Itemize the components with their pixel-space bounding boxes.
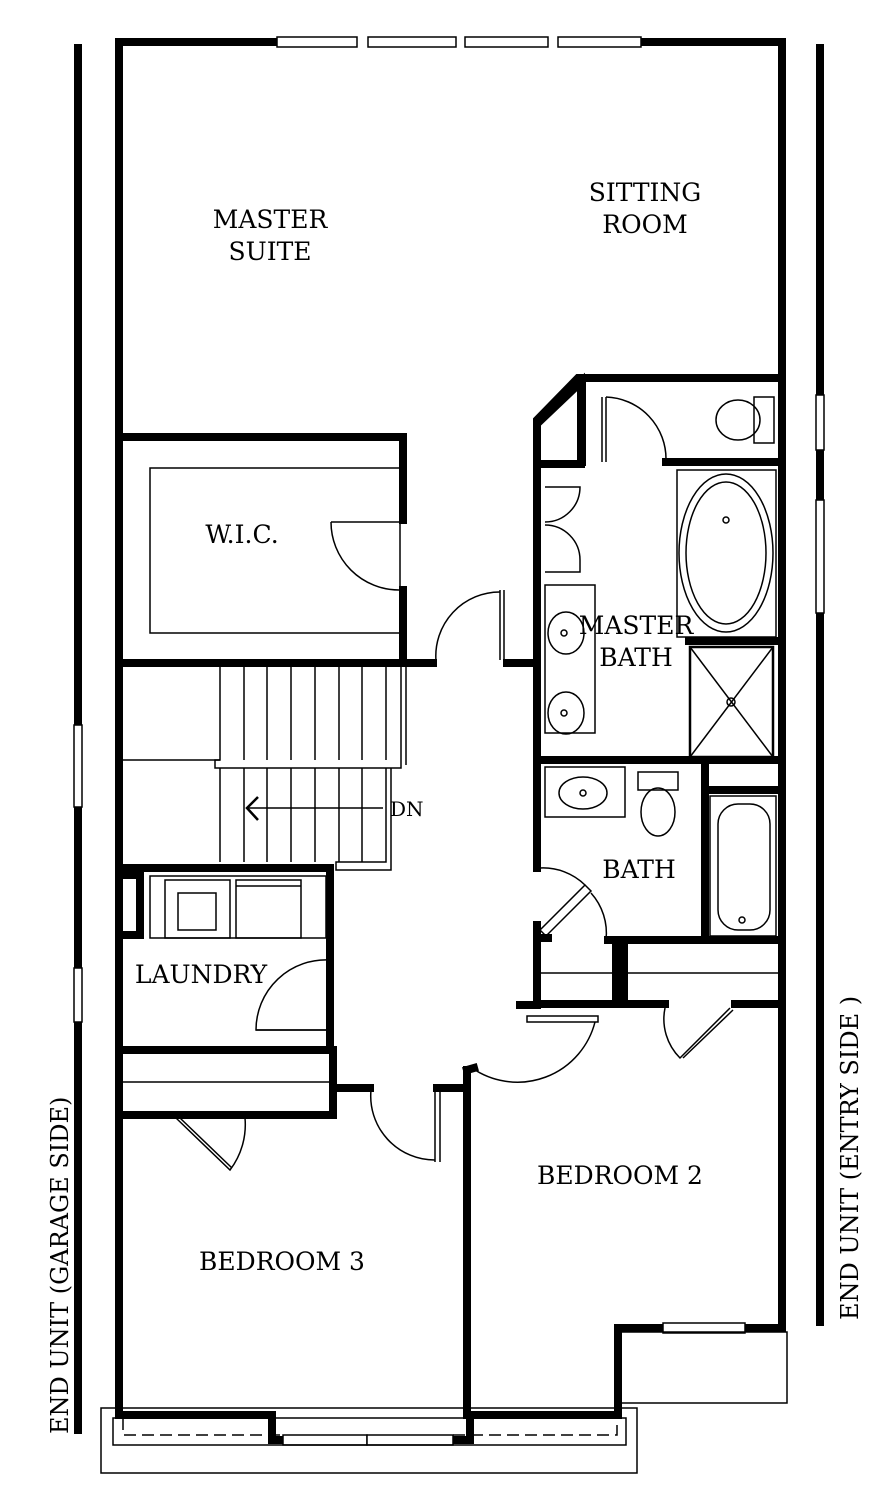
room-label-master-bath: BATH <box>599 643 673 672</box>
room-label-wic: W.I.C. <box>205 520 278 549</box>
room-label-master-bath: MASTER <box>579 611 695 640</box>
window <box>557 36 642 48</box>
toilet-icon <box>715 399 761 441</box>
room-label-master-suite: SUITE <box>229 237 312 266</box>
exterior-walls <box>100 36 788 1474</box>
garage-side-window <box>73 967 83 1023</box>
master-bath <box>503 372 786 764</box>
entry-side-window <box>815 499 825 614</box>
bathtub-icon <box>676 469 777 638</box>
garage-side-window <box>73 724 83 808</box>
window <box>366 1434 454 1446</box>
room-labels: MASTER SUITE SITTING ROOM W.I.C. MASTER … <box>135 178 703 1276</box>
room-label-bedroom-3: BEDROOM 3 <box>199 1247 365 1276</box>
room-label-bath: BATH <box>602 855 676 884</box>
sink-icon <box>547 691 585 735</box>
shower-icon <box>688 645 775 759</box>
room-label-master-suite: MASTER <box>213 205 329 234</box>
toilet-icon <box>640 787 676 837</box>
sink-icon <box>558 776 608 810</box>
window <box>464 36 549 48</box>
side-label-garage: END UNIT (GARAGE SIDE) <box>46 1097 74 1434</box>
window <box>276 36 358 48</box>
bedroom-3 <box>115 1046 468 1172</box>
hall-bath <box>533 756 786 944</box>
staircase: DN <box>120 659 424 871</box>
stairs-direction-label: DN <box>390 797 424 821</box>
sink-icon <box>547 611 585 655</box>
window <box>662 1322 746 1334</box>
neighbor-walls <box>73 44 825 1434</box>
arrow-left-icon <box>245 796 259 821</box>
laundry-room <box>115 864 334 1054</box>
linen-closets <box>516 921 786 1060</box>
room-label-sitting-room: ROOM <box>602 210 687 239</box>
bedroom-2 <box>462 1015 599 1419</box>
washer-icon <box>164 879 231 939</box>
window <box>367 36 457 48</box>
hall-door <box>435 590 505 662</box>
room-label-bedroom-2: BEDROOM 2 <box>537 1161 703 1190</box>
walk-in-closet <box>115 433 437 667</box>
side-label-entry: END UNIT (ENTRY SIDE ) <box>836 996 864 1320</box>
room-label-sitting-room: SITTING <box>589 178 702 207</box>
bathtub-icon <box>709 795 777 937</box>
window <box>282 1434 368 1446</box>
entry-side-window <box>815 394 825 451</box>
dryer-icon <box>235 879 302 939</box>
room-label-laundry: LAUNDRY <box>135 960 268 989</box>
